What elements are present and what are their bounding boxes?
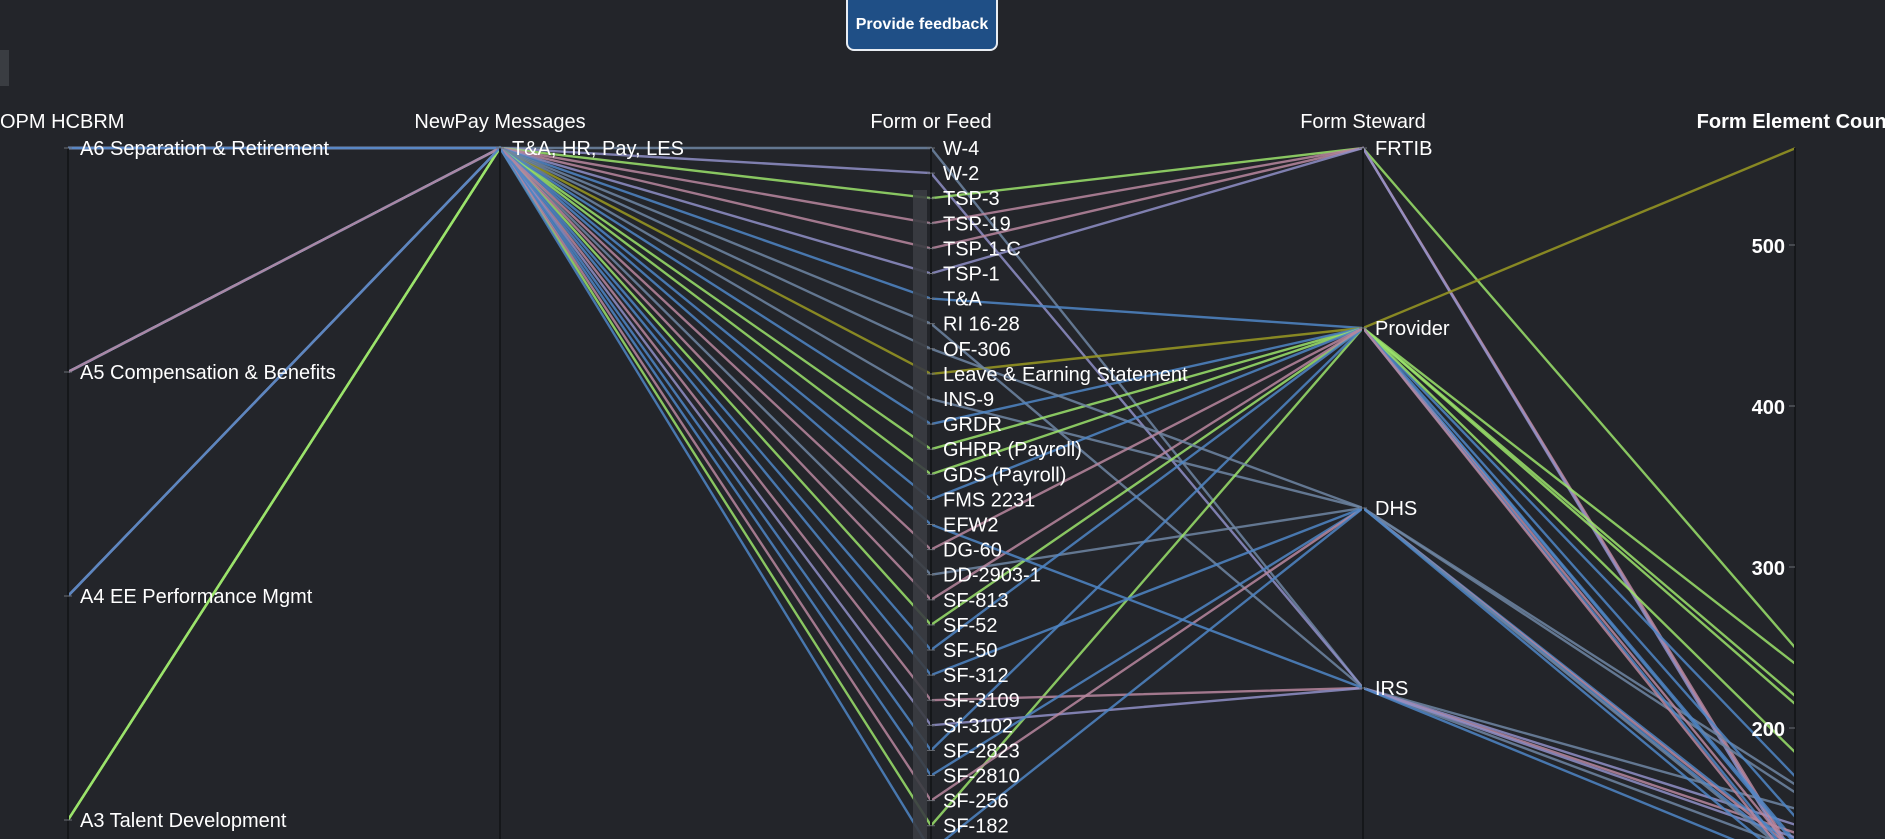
tick-label-form: Leave & Earning Statement [943,364,1188,386]
side-panel-tab[interactable] [0,50,9,86]
tick-label-count: 200 [1752,719,1785,741]
tick-label-form: FMS 2231 [943,489,1035,511]
record-line[interactable] [67,146,1795,839]
tick-label-form: TSP-1-C [943,238,1021,260]
tick-label-hcbrm: A6 Separation & Retirement [80,138,329,160]
tick-label-form: SF-50 [943,640,997,662]
axis-title-form[interactable]: Form or Feed [870,111,991,133]
tick-label-steward: DHS [1375,498,1417,520]
axis-labels: OPM HCBRM NewPay Messages Form or Feed Form… [0,111,1885,838]
tick-label-form: SF-3109 [943,690,1020,712]
tick-label-form: RI 16-28 [943,314,1020,336]
tick-label-form: DG-60 [943,540,1002,562]
tick-label-form: SF-2810 [943,766,1020,788]
tick-label-count: 400 [1752,397,1785,419]
tick-label-form: DD-2903-1 [943,565,1041,587]
tick-label-form: TSP-1 [943,264,1000,286]
tick-label-form: GRDR [943,414,1002,436]
tick-label-form: TSP-19 [943,213,1011,235]
tick-label-count: 300 [1752,558,1785,580]
axis-title-hcbrm[interactable]: OPM HCBRM [0,111,124,133]
tick-label-steward: IRS [1375,678,1408,700]
tick-label-newpay: T&A, HR, Pay, LES [512,138,684,160]
tick-label-form: Sf-3102 [943,715,1013,737]
tick-label-steward: Provider [1375,318,1450,340]
tick-label-form: T&A [943,289,983,311]
tick-label-form: GHRR (Payroll) [943,439,1082,461]
axes [67,148,1796,839]
tick-label-form: GDS (Payroll) [943,464,1066,486]
tick-label-form: SF-256 [943,791,1009,813]
tick-label-form: SF-2823 [943,740,1020,762]
axis-title-count[interactable]: Form Element Count [1697,111,1885,133]
provide-feedback-button[interactable]: Provide feedback [846,0,998,51]
axis-title-newpay[interactable]: NewPay Messages [414,111,585,133]
form-axis-brush[interactable] [913,190,927,839]
tick-label-hcbrm: A5 Compensation & Benefits [80,362,336,384]
tick-label-form: SF-312 [943,665,1009,687]
tick-label-form: INS-9 [943,389,994,411]
tick-label-form: OF-306 [943,339,1011,361]
tick-label-count: 500 [1752,236,1785,258]
tick-label-form: SF-182 [943,816,1009,838]
tick-label-hcbrm: A4 EE Performance Mgmt [80,586,313,608]
tick-label-form: W-4 [943,138,979,160]
tick-label-form: EFW2 [943,515,999,537]
axis-title-steward[interactable]: Form Steward [1300,111,1426,133]
tick-label-hcbrm: A3 Talent Development [80,810,287,832]
tick-label-steward: FRTIB [1375,138,1432,160]
tick-label-form: SF-813 [943,590,1009,612]
tick-label-form: TSP-3 [943,188,1000,210]
tick-label-form: SF-52 [943,615,997,637]
tick-label-form: W-2 [943,163,979,185]
